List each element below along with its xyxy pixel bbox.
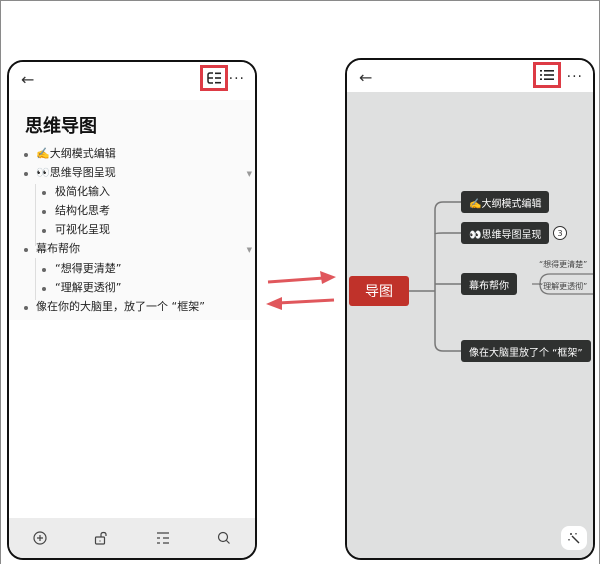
search-icon[interactable]: [214, 528, 234, 548]
mindmap-node[interactable]: 👀思维导图呈现: [461, 222, 550, 244]
mindmap-node[interactable]: 幕布帮你: [461, 273, 517, 295]
outline-item[interactable]: 像在你的大脑里，放了一个 “框架”: [36, 300, 205, 313]
outline-item[interactable]: 结构化思考: [55, 204, 110, 217]
document-title[interactable]: 思维导图: [25, 116, 97, 137]
add-icon[interactable]: [30, 528, 50, 548]
outline-item[interactable]: 幕布帮你: [36, 242, 80, 255]
more-options-icon[interactable]: ···: [228, 71, 245, 87]
format-icon[interactable]: [153, 528, 173, 548]
bullet: [24, 172, 28, 176]
bottom-toolbar: [9, 518, 255, 558]
indent-guide: [35, 258, 36, 300]
phone-mindmap-view: ← ··· 导图 ✍️大纲模式编辑 👀思维导图呈现 3 幕布帮你 “想得更清楚”…: [345, 58, 595, 560]
mindmap-connectors: [409, 201, 593, 352]
mindmap-toggle-icon: [207, 72, 221, 84]
unlock-icon[interactable]: [91, 528, 111, 548]
back-arrow-icon[interactable]: ←: [359, 68, 373, 87]
bullet: [24, 153, 28, 157]
mindmap-toggle-button[interactable]: [200, 65, 228, 91]
top-bar: ← ···: [347, 60, 593, 98]
magic-wand-icon: [568, 533, 580, 544]
mindmap-node[interactable]: ✍️大纲模式编辑: [461, 191, 550, 213]
switch-arrows-icon: [266, 271, 336, 310]
more-options-icon[interactable]: ···: [566, 69, 583, 85]
mindmap-leaf[interactable]: “想得更清楚”: [539, 260, 588, 269]
outline-item[interactable]: ✍️大纲模式编辑: [36, 147, 116, 160]
bullet: [42, 268, 46, 272]
bullet: [24, 248, 28, 252]
bullet: [42, 287, 46, 291]
outline-area: [9, 100, 255, 320]
list-icon: [540, 70, 554, 80]
phone-outline-view: ← ··· 思维导图 ✍️大纲模式编辑 👀思维导图呈现 ▼ 极简化输入 结构化思…: [7, 60, 257, 560]
back-arrow-icon[interactable]: ←: [21, 70, 35, 89]
top-bar: ← ···: [9, 62, 255, 100]
bullet: [42, 191, 46, 195]
bullet: [42, 210, 46, 214]
outline-item[interactable]: 极简化输入: [55, 185, 110, 198]
magic-wand-button[interactable]: [561, 526, 587, 550]
mindmap-node[interactable]: 像在大脑里放了个 “框架”: [461, 340, 591, 362]
outline-item[interactable]: “想得更清楚”: [55, 262, 122, 275]
collapsed-count-badge[interactable]: 3: [553, 226, 567, 240]
outline-item[interactable]: “理解更透彻”: [55, 281, 122, 294]
indent-guide: [35, 184, 36, 246]
mindmap-canvas[interactable]: 导图 ✍️大纲模式编辑 👀思维导图呈现 3 幕布帮你 “想得更清楚” “理解更透…: [347, 92, 593, 558]
collapse-caret-icon[interactable]: ▼: [246, 170, 252, 178]
outline-item[interactable]: 👀思维导图呈现: [36, 166, 116, 179]
bullet: [24, 306, 28, 310]
mindmap-leaf[interactable]: “理解更透彻”: [539, 282, 588, 291]
outline-item[interactable]: 可视化呈现: [55, 223, 110, 236]
outline-toggle-button[interactable]: [533, 62, 561, 88]
collapse-caret-icon[interactable]: ▼: [246, 246, 252, 254]
bullet: [42, 229, 46, 233]
mindmap-root-node[interactable]: 导图: [349, 276, 409, 306]
